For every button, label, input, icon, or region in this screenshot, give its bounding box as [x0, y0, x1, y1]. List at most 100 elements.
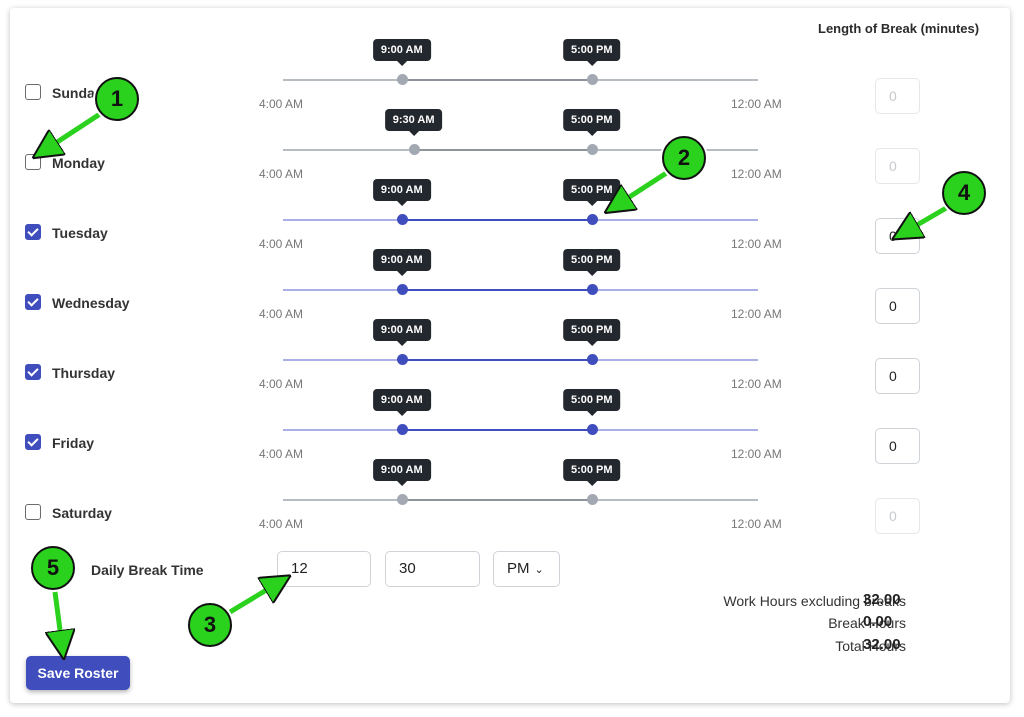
start-tooltip: 9:00 AM [372, 319, 431, 346]
day-row-monday: Monday 9:30 AM 5:00 PM 4:00 AM 12:00 AM … [0, 109, 1024, 195]
time-slider[interactable] [283, 354, 758, 365]
break-minutes-input[interactable]: 0 [875, 78, 920, 114]
day-label: Saturday [52, 505, 112, 521]
total-hours-label: Total Hours [835, 638, 906, 654]
end-handle[interactable] [586, 74, 598, 85]
annotation-badge-2: 2 [662, 136, 706, 180]
day-row-friday: Friday 9:00 AM 5:00 PM 4:00 AM 12:00 AM … [0, 389, 1024, 475]
break-minutes-input[interactable]: 0 [875, 428, 920, 464]
day-row-thursday: Thursday 9:00 AM 5:00 PM 4:00 AM 12:00 A… [0, 319, 1024, 405]
break-period-select[interactable]: PM ⌄ [493, 551, 560, 587]
slider-max-label: 12:00 AM [731, 517, 782, 531]
break-minutes-input[interactable]: 0 [875, 498, 920, 534]
day-label: Thursday [52, 365, 116, 381]
slider-min-label: 4:00 AM [259, 237, 304, 251]
day-row-tuesday: Tuesday 9:00 AM 5:00 PM 4:00 AM 12:00 AM… [0, 179, 1024, 265]
total-hours-value: 32.00 [863, 636, 901, 653]
end-tooltip: 5:00 PM [562, 109, 621, 136]
start-handle[interactable] [408, 144, 420, 155]
slider-range [401, 429, 592, 431]
end-tooltip: 5:00 PM [562, 459, 621, 486]
end-handle[interactable] [586, 144, 598, 155]
work-hours-label: Work Hours excluding breaks [723, 593, 906, 609]
annotation-badge-4: 4 [942, 171, 986, 215]
time-slider[interactable] [283, 284, 758, 295]
day-row-sunday: Sunday 9:00 AM 5:00 PM 4:00 AM 12:00 AM … [0, 39, 1024, 125]
start-tooltip: 9:00 AM [372, 459, 431, 486]
slider-max-label: 12:00 AM [731, 377, 782, 391]
slider-min-label: 4:00 AM [259, 307, 304, 321]
slider-min-label: 4:00 AM [259, 447, 304, 461]
end-handle[interactable] [586, 494, 598, 505]
time-slider[interactable] [283, 424, 758, 435]
start-handle[interactable] [396, 284, 408, 295]
day-label: Sunday [52, 85, 103, 101]
slider-max-label: 12:00 AM [731, 167, 782, 181]
work-hours-value: 32.00 [863, 591, 901, 608]
slider-range [401, 359, 592, 361]
break-length-header: Length of Break (minutes) [818, 21, 980, 36]
start-handle[interactable] [396, 214, 408, 225]
start-tooltip: 9:30 AM [384, 109, 443, 136]
end-handle[interactable] [586, 424, 598, 435]
time-slider[interactable] [283, 494, 758, 505]
slider-min-label: 4:00 AM [259, 517, 304, 531]
end-handle[interactable] [586, 354, 598, 365]
break-period-value: PM [507, 560, 530, 577]
end-tooltip: 5:00 PM [562, 389, 621, 416]
slider-range [401, 499, 592, 501]
break-hours-label: Break Hours [828, 615, 906, 631]
day-checkbox[interactable] [25, 434, 41, 450]
break-hour-input[interactable]: 12 [277, 551, 371, 587]
roster-card [10, 8, 1010, 703]
slider-max-label: 12:00 AM [731, 307, 782, 321]
slider-max-label: 12:00 AM [731, 97, 782, 111]
day-label: Monday [52, 155, 105, 171]
time-slider[interactable] [283, 144, 758, 155]
slider-max-label: 12:00 AM [731, 237, 782, 251]
break-minute-input[interactable]: 30 [385, 551, 480, 587]
day-checkbox[interactable] [25, 224, 41, 240]
start-tooltip: 9:00 AM [372, 249, 431, 276]
chevron-down-icon: ⌄ [534, 564, 544, 576]
break-minutes-input[interactable]: 0 [875, 218, 920, 254]
day-row-saturday: Saturday 9:00 AM 5:00 PM 4:00 AM 12:00 A… [0, 459, 1024, 545]
day-label: Friday [52, 435, 95, 451]
day-checkbox[interactable] [25, 364, 41, 380]
slider-range [413, 149, 592, 151]
break-minutes-input[interactable]: 0 [875, 358, 920, 394]
slider-min-label: 4:00 AM [259, 377, 304, 391]
start-handle[interactable] [396, 74, 408, 85]
slider-range [401, 79, 592, 81]
day-label: Tuesday [52, 225, 108, 241]
day-row-wednesday: Wednesday 9:00 AM 5:00 PM 4:00 AM 12:00 … [0, 249, 1024, 335]
break-hours-value: 0.00 [863, 613, 893, 630]
break-minutes-input[interactable]: 0 [875, 288, 920, 324]
time-slider[interactable] [283, 214, 758, 225]
day-checkbox[interactable] [25, 294, 41, 310]
annotation-badge-5: 5 [31, 546, 75, 590]
start-tooltip: 9:00 AM [372, 39, 431, 66]
daily-break-label: Daily Break Time [91, 562, 204, 578]
end-tooltip: 5:00 PM [562, 319, 621, 346]
time-slider[interactable] [283, 74, 758, 85]
start-handle[interactable] [396, 354, 408, 365]
annotation-badge-3: 3 [188, 603, 232, 647]
end-tooltip: 5:00 PM [562, 39, 621, 66]
start-tooltip: 9:00 AM [372, 389, 431, 416]
end-tooltip: 5:00 PM [562, 249, 621, 276]
day-checkbox[interactable] [25, 154, 41, 170]
start-handle[interactable] [396, 424, 408, 435]
annotation-badge-1: 1 [95, 77, 139, 121]
end-handle[interactable] [586, 284, 598, 295]
break-minutes-input[interactable]: 0 [875, 148, 920, 184]
day-label: Wednesday [52, 295, 130, 311]
start-handle[interactable] [396, 494, 408, 505]
slider-min-label: 4:00 AM [259, 167, 304, 181]
save-roster-button[interactable]: Save Roster [26, 656, 130, 690]
day-checkbox[interactable] [25, 84, 41, 100]
slider-min-label: 4:00 AM [259, 97, 304, 111]
end-handle[interactable] [586, 214, 598, 225]
start-tooltip: 9:00 AM [372, 179, 431, 206]
day-checkbox[interactable] [25, 504, 41, 520]
